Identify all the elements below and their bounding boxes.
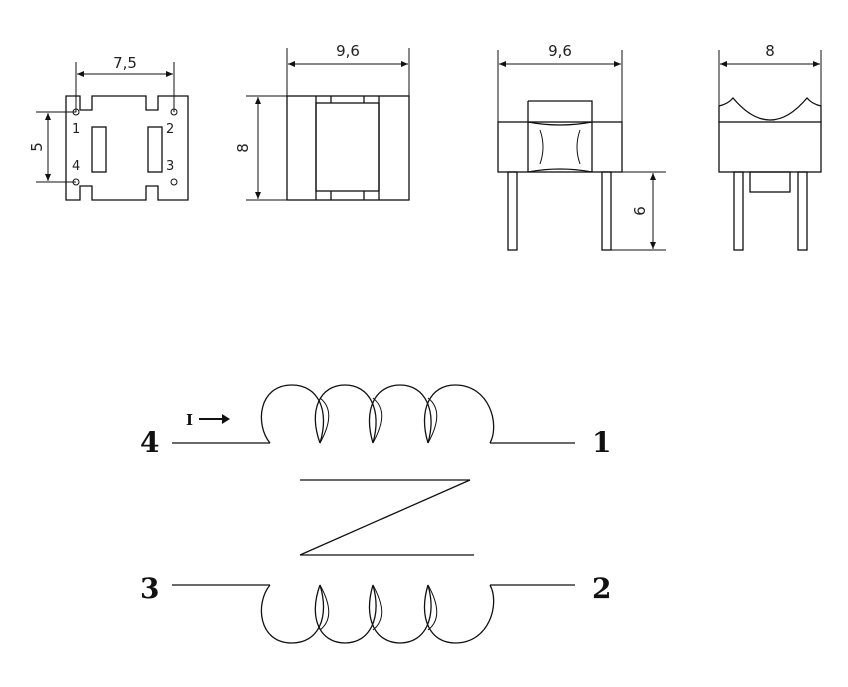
core-symbol <box>299 479 474 556</box>
top-view-slot-right <box>147 126 163 173</box>
pin-label-4: 4 <box>72 159 80 174</box>
dim-side-height: 8 <box>234 143 252 153</box>
terminal-4: 4 <box>140 426 159 459</box>
front-view-pin-left <box>507 171 518 251</box>
dim-side-width: 9,6 <box>336 42 360 60</box>
terminal-2: 2 <box>592 572 611 605</box>
pin-label-2: 2 <box>166 122 174 137</box>
schematic: I <box>140 384 611 644</box>
front-view-pin-right <box>601 171 612 251</box>
dim-top-width: 7,5 <box>113 54 137 72</box>
terminal-3: 3 <box>140 572 159 605</box>
end-view-pin-right <box>797 171 808 251</box>
front-view-base <box>497 121 623 173</box>
front-view: 9,6 6 <box>497 42 666 251</box>
pin-label-3: 3 <box>166 159 174 174</box>
side-view-outline <box>286 95 410 201</box>
end-view-pin-left <box>733 171 744 251</box>
terminal-1: 1 <box>592 426 611 459</box>
pin-hole-3 <box>170 178 178 186</box>
top-winding <box>172 384 575 444</box>
dim-end-width: 8 <box>765 42 775 60</box>
top-view-slot-left <box>91 126 107 173</box>
end-view-base <box>718 121 822 173</box>
side-view-core <box>315 102 380 192</box>
end-view: 8 <box>718 42 822 251</box>
side-view: 9,6 8 <box>234 42 410 201</box>
dim-front-width: 9,6 <box>548 42 572 60</box>
pin-label-1: 1 <box>72 122 80 137</box>
bottom-winding <box>172 584 575 644</box>
top-view: 1 2 4 3 7,5 5 <box>28 54 189 201</box>
end-view-tab <box>749 171 791 193</box>
current-label: I <box>186 411 193 429</box>
dim-pin-length: 6 <box>631 206 649 216</box>
end-view-cup <box>718 96 822 122</box>
dim-top-height: 5 <box>28 142 46 152</box>
